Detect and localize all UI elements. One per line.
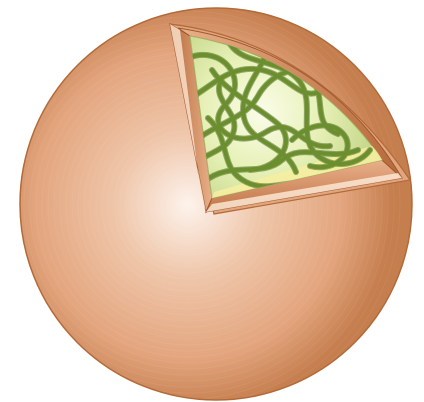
- figure-stage: [0, 0, 424, 402]
- sphere-cutaway-figure: [0, 0, 424, 402]
